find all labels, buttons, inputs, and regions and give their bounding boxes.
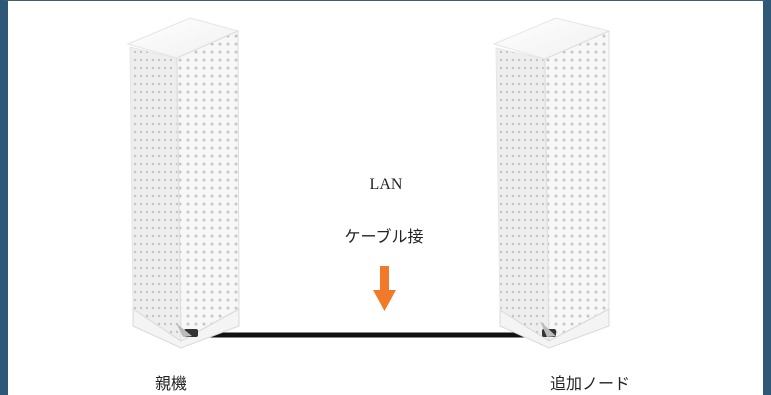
additional-node-label: 追加ノード: [549, 376, 631, 393]
parent-node-label: 親機: [154, 376, 188, 393]
lan-label: LAN: [369, 176, 403, 193]
arrow-down-icon: [373, 266, 396, 311]
child-router-icon: [492, 17, 611, 349]
cable-connection-label: ケーブル接: [344, 229, 424, 246]
parent-router-icon: [126, 17, 240, 349]
